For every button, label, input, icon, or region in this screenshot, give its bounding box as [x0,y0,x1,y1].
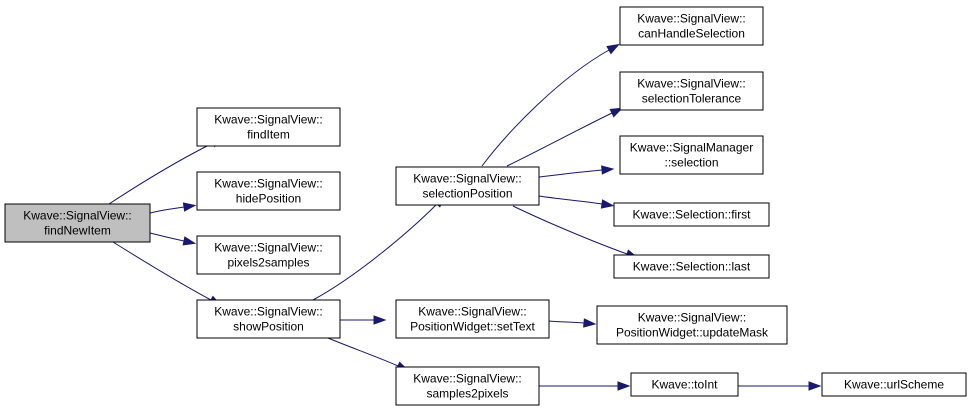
edge-position-widget-set-text-to-position-widget-update-mask [548,318,597,328]
edge-line [108,142,214,205]
node-box [395,166,540,206]
edge-line [548,320,585,324]
node-label-line: Kwave::SignalView:: [214,305,323,319]
node-label-line: samples2pixels [426,387,508,401]
arrowhead [373,315,387,325]
node-selection-tolerance[interactable]: Kwave::SignalView::selectionTolerance [619,71,764,111]
node-label-line: Kwave::SignalView:: [214,241,323,255]
node-label-line: selectionPosition [422,187,512,201]
arrowhead [182,236,197,246]
node-label-line: Kwave::toInt [651,378,718,392]
node-box [613,202,770,227]
edge-line [538,169,603,178]
node-box [596,305,788,345]
edge-line [112,241,212,301]
node-box [613,254,770,279]
node-can-handle-selection[interactable]: Kwave::SignalView::canHandleSelection [619,6,764,46]
node-label-line: Kwave::urlScheme [844,378,944,392]
edge-line [327,337,399,367]
node-label-line: findItem [247,128,290,142]
node-position-widget-update-mask[interactable]: Kwave::SignalView::PositionWidget::updat… [596,305,788,345]
node-label-line: hidePosition [236,192,301,206]
arrowhead [617,381,631,391]
arrowhead [609,107,624,118]
edge-line [506,112,613,167]
edge-selection-position-to-selection-tolerance [506,107,624,167]
node-label-line: PositionWidget::setText [410,320,535,334]
node-box [4,203,151,243]
arrowhead [583,318,597,328]
node-label-line: findNewItem [44,224,111,238]
edge-line [149,206,185,214]
node-url-scheme[interactable]: Kwave::urlScheme [821,372,967,397]
node-label-line: Kwave::SignalView:: [413,372,522,386]
node-box [395,299,550,339]
edge-line [538,195,603,205]
node-label-line: Kwave::SignalView:: [638,311,747,325]
edge-show-position-to-samples2pixels [327,337,410,372]
node-box [619,135,764,175]
node-selection-position[interactable]: Kwave::SignalView::selectionPosition [395,166,540,206]
node-selection-last[interactable]: Kwave::Selection::last [613,254,770,279]
edge-line [481,49,610,167]
node-hide-position[interactable]: Kwave::SignalView::hidePosition [196,171,341,211]
node-label-line: Kwave::SignalView:: [214,177,323,191]
edge-line [512,205,628,255]
node-samples2pixels[interactable]: Kwave::SignalView::samples2pixels [395,366,540,406]
node-label-line: Kwave::SignalView:: [418,305,527,319]
node-pixels2samples[interactable]: Kwave::SignalView::pixels2samples [196,235,341,275]
node-label-line: Kwave::SignalManager [630,141,753,155]
node-signal-manager-selection[interactable]: Kwave::SignalManager::selection [619,135,764,175]
node-box [196,107,341,147]
arrowhead [606,43,620,55]
node-box [630,372,739,397]
edge-selection-position-to-selection-first [538,195,615,209]
node-label-line: Kwave::SignalView:: [23,209,132,223]
edge-show-position-to-position-widget-set-text [339,315,387,325]
edge-to-int-to-url-scheme [738,381,822,391]
node-box [821,372,967,397]
node-show-position[interactable]: Kwave::SignalView::showPosition [196,299,341,339]
node-label-line: ::selection [664,156,718,170]
node-box [196,235,341,275]
node-label-line: Kwave::SignalView:: [214,113,323,127]
node-find-new-item[interactable]: Kwave::SignalView::findNewItem [4,203,151,243]
node-box [196,299,341,339]
node-box [395,366,540,406]
node-box [196,171,341,211]
edge-selection-position-to-can-handle-selection [481,43,620,167]
edge-line [312,203,438,301]
node-label-line: canHandleSelection [638,27,745,41]
node-label-line: Kwave::Selection::first [632,208,751,222]
node-selection-first[interactable]: Kwave::Selection::first [613,202,770,227]
edge-samples2pixels-to-to-int [539,381,631,391]
edge-find-new-item-to-pixels2samples [149,232,197,246]
node-label-line: pixels2samples [227,256,309,270]
node-find-item[interactable]: Kwave::SignalView::findItem [196,107,341,147]
arrowhead [808,381,822,391]
node-box [619,6,764,46]
nodes-layer: Kwave::SignalView::findNewItemKwave::Sig… [4,6,967,406]
node-label-line: showPosition [233,320,304,334]
node-label-line: Kwave::SignalView:: [637,77,746,91]
arrowhead [182,202,197,212]
node-box [619,71,764,111]
edge-find-new-item-to-hide-position [149,202,197,214]
node-label-line: selectionTolerance [642,92,742,106]
edge-line [149,232,185,242]
node-to-int[interactable]: Kwave::toInt [630,372,739,397]
node-label-line: Kwave::SignalView:: [637,12,746,26]
node-label-line: Kwave::Selection::last [633,260,751,274]
edge-selection-position-to-signal-manager-selection [538,165,615,178]
arrowhead [601,165,615,175]
node-label-line: PositionWidget::updateMask [616,326,769,340]
arrowhead [600,199,615,209]
node-position-widget-set-text[interactable]: Kwave::SignalView::PositionWidget::setTe… [395,299,550,339]
node-label-line: Kwave::SignalView:: [413,172,522,186]
